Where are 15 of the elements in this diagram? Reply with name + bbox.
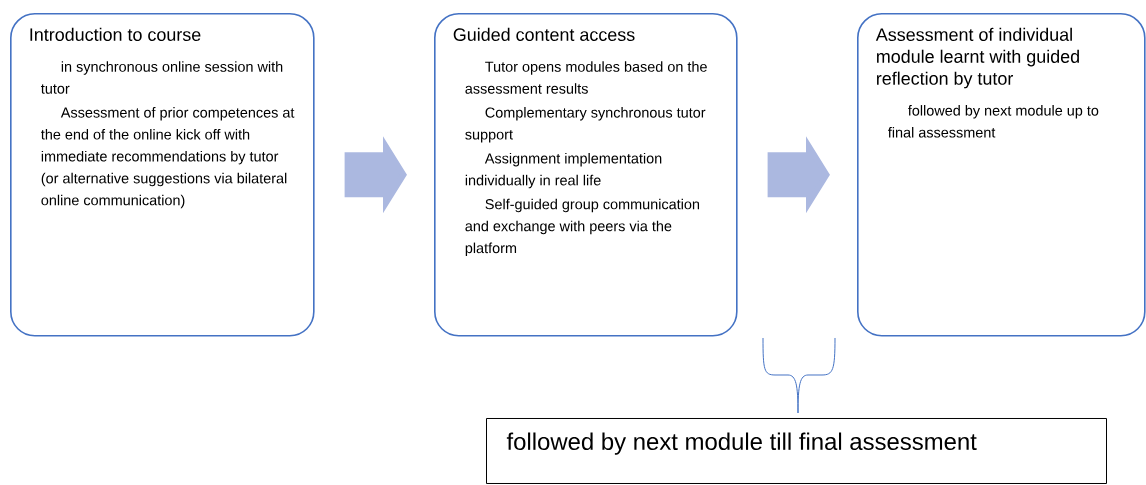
stage-box [434, 13, 738, 337]
note-box [486, 418, 1107, 484]
heading-text: Introduction to course [30, 27, 201, 41]
heading-text: Assessment of individual module learnt with guided reflection by tutor [875, 27, 1079, 89]
body-text: Assessment of prior competences at the end of the online kick off with immediate recommendations by tutor (or alternative suggestions via bilateral online communication) [41, 107, 295, 209]
body-text: Self-guided group communication and exchange with peers via the platform [465, 198, 699, 257]
note-text: followed by next module till final assessment [506, 432, 977, 455]
stage-box [857, 13, 1146, 337]
body-text: followed by next module up to final assessment [888, 105, 1099, 138]
body-text: Tutor opens modules based on the assessment results [465, 61, 707, 94]
body-text: in synchronous online session with tutor [41, 61, 283, 94]
body-text: Assignment implementation individually in real life [465, 152, 662, 189]
heading-text: Guided content access [453, 27, 635, 41]
stage-box [10, 13, 315, 337]
body-text: Complementary synchronous tutor support [465, 107, 706, 143]
